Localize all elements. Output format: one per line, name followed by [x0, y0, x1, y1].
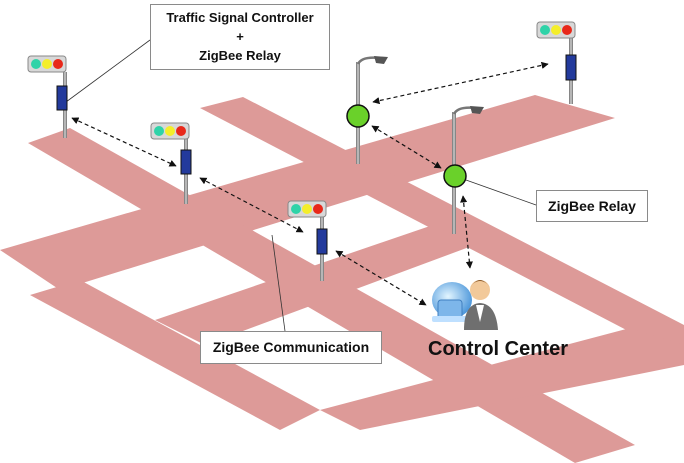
road-main-diagonal — [0, 95, 615, 290]
link-6 — [460, 195, 473, 269]
road-network — [0, 95, 684, 463]
control-center-label: Control Center — [428, 338, 568, 360]
control-center-icon — [432, 280, 498, 330]
controller-box-icon — [180, 149, 192, 175]
traffic-light-icon — [27, 55, 68, 138]
leader-controller — [65, 39, 151, 103]
road-right-crossing — [200, 97, 684, 360]
leader-communication — [271, 234, 286, 332]
traffic-light-icon — [287, 200, 328, 281]
street-lamp-icon — [443, 106, 484, 234]
relay-node-icon — [443, 164, 467, 188]
link-4 — [372, 61, 549, 105]
controller-label-line1: Traffic Signal Controller — [166, 10, 314, 25]
controller-box-icon — [316, 228, 328, 255]
relay-node-icon — [346, 104, 370, 128]
communication-links — [71, 61, 549, 306]
controller-label-line2: + — [236, 29, 244, 44]
leader-lines — [65, 39, 537, 332]
traffic-light-icon — [536, 21, 577, 104]
link-3 — [335, 250, 427, 306]
road-bottom-parallel — [320, 328, 684, 430]
controller-label-line3: ZigBee Relay — [199, 48, 281, 63]
link-1 — [71, 117, 177, 167]
zigbee-relay-label: ZigBee Relay — [536, 190, 648, 222]
controller-box-icon — [56, 85, 68, 111]
controller-relay-label: Traffic Signal Controller + ZigBee Relay — [150, 4, 330, 70]
road-bottom-left — [30, 280, 320, 430]
link-2 — [199, 177, 304, 233]
street-lamp-icon — [346, 56, 388, 164]
traffic-light-icon — [150, 122, 192, 204]
controller-box-icon — [565, 54, 577, 81]
zigbee-communication-label: ZigBee Communication — [200, 331, 382, 364]
leader-relay — [465, 179, 537, 206]
